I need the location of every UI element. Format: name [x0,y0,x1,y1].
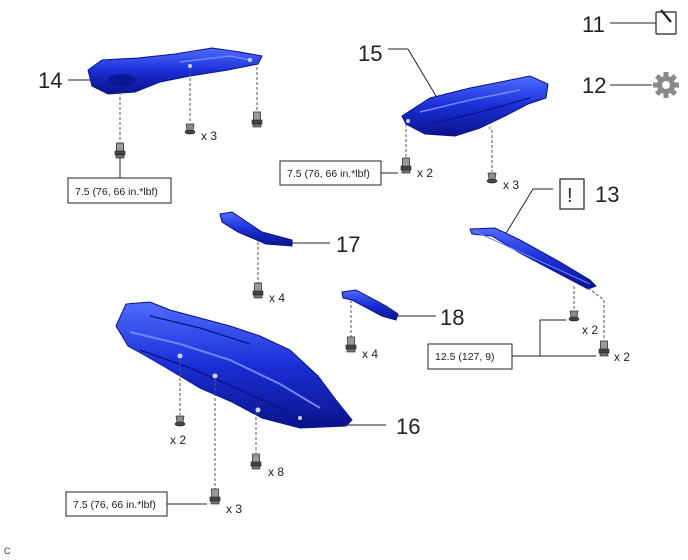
gear-icon [653,72,679,98]
callout-16: 16 [396,414,420,439]
bolt-icon [250,453,262,470]
pen-icon [655,9,677,35]
torque-16: 7.5 (76, 66 in.*lbf) [73,499,156,511]
qty-16-left: x 2 [170,433,186,447]
leader-torque-13-a [539,319,566,356]
callout-14: 14 [38,68,62,93]
callout-11: 11 [582,12,605,37]
bolt-icon [598,340,610,357]
qty-16-bottom: x 3 [226,502,242,516]
caution-mark: ! [567,185,573,207]
qty-15-bolt: x 2 [417,166,433,180]
qty-17: x 4 [269,291,285,305]
clip-icon [184,123,196,135]
callout-12: 12 [582,73,606,98]
bolt-icon [251,111,263,128]
part-14-cover [87,47,263,95]
bolt-icon [209,488,221,505]
torque-box-16 [65,491,168,517]
callout-15: 15 [358,41,382,66]
leader-15-b [407,48,437,97]
torque-box-14 [67,177,172,204]
clip-icon [568,310,580,322]
torque-13: 12.5 (127, 9) [435,351,495,363]
part-18-strip [341,289,399,321]
qty-14-clip: x 3 [201,129,217,143]
qty-18: x 4 [362,347,378,361]
qty-13-bolt: x 2 [614,350,630,364]
dash-13-b [587,287,605,340]
caution-icon [559,178,585,210]
torque-box-15 [279,160,382,186]
clip-icon [486,172,498,184]
torque-box-13 [427,343,513,370]
qty-16-mid: x 8 [268,465,284,479]
torque-14: 7.5 (76, 66 in.*lbf) [75,186,158,198]
callout-17: 17 [336,232,360,257]
part-17-strip [219,211,293,247]
leader-13 [504,188,553,236]
torque-15: 7.5 (76, 66 in.*lbf) [287,168,370,180]
bolt-icon [400,157,412,174]
qty-13-clip: x 2 [582,323,598,337]
part-15-cover [401,75,549,137]
part-13-bar [469,227,597,290]
corner-code: C [4,546,11,556]
bolt-icon [114,142,126,159]
callout-18: 18 [440,305,464,330]
bolt-icon [252,282,264,299]
part-16-undercover [115,301,353,429]
callout-13: 13 [595,182,619,207]
bolt-icon [345,336,357,353]
qty-15-clip: x 3 [503,178,519,192]
clip-icon [174,415,186,427]
